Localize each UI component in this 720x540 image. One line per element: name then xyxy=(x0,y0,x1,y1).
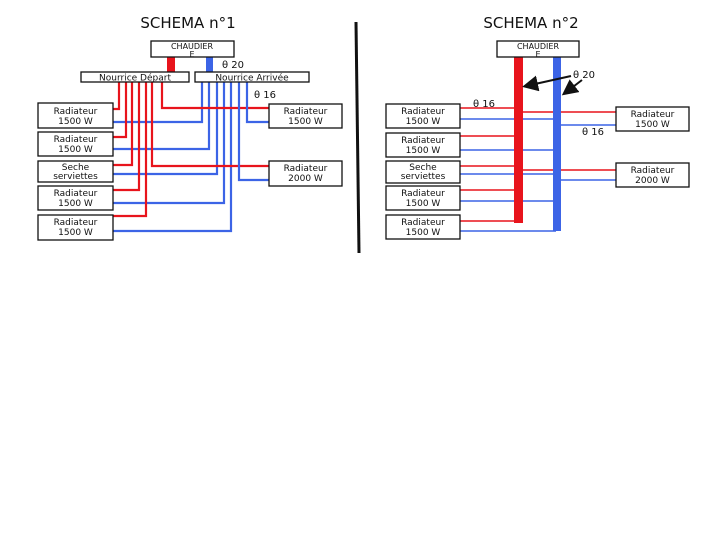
emitter-name: Radiateur xyxy=(54,189,98,199)
emitter-name: Radiateur xyxy=(54,107,98,117)
emitter-name: Radiateur xyxy=(401,189,445,199)
supply-pipe xyxy=(113,82,121,111)
schema-2-temp-right: θ 16 xyxy=(582,127,604,138)
emitter: Seche serviettes xyxy=(37,160,114,183)
schema-2-right-emitters: Radiateur 1500 W Radiateur 2000 W xyxy=(615,106,690,188)
emitter-power: 2000 W xyxy=(288,174,323,184)
emitter-power: 1500 W xyxy=(406,117,441,127)
emitter-name: Radiateur xyxy=(401,218,445,228)
supply-pipe xyxy=(113,82,128,139)
emitter-power: 1500 W xyxy=(406,228,441,238)
supply-collector xyxy=(514,57,523,223)
emitter-power: serviettes xyxy=(53,172,98,182)
supply-pipe xyxy=(150,82,269,168)
manifold-return: Nourrice Arrivée xyxy=(194,71,310,84)
supply-pipe xyxy=(160,82,269,110)
emitter: Radiateur 1500 W xyxy=(615,106,690,132)
emitter: Radiateur 1500 W xyxy=(385,185,461,211)
schema-1-temp-return: θ 16 xyxy=(254,90,276,101)
emitter-power: 1500 W xyxy=(406,199,441,209)
emitter-name: Radiateur xyxy=(54,135,98,145)
divider-line xyxy=(354,21,361,254)
emitter: Radiateur 2000 W xyxy=(268,160,343,187)
schema-1-title: SCHEMA n°1 xyxy=(140,14,235,32)
boiler-return-pipe xyxy=(206,57,213,72)
emitter-power: serviettes xyxy=(401,172,446,182)
boiler-label-line2: E xyxy=(535,50,540,59)
manifold-return-box xyxy=(194,71,310,83)
schema-2-boiler: CHAUDIER E xyxy=(496,40,580,59)
emitter-name: Radiateur xyxy=(401,107,445,117)
arrow-to-supply-collector xyxy=(522,75,572,92)
emitter: Radiateur 1500 W xyxy=(385,103,461,129)
emitter-power: 1500 W xyxy=(58,145,93,155)
emitter-power: 1500 W xyxy=(635,120,670,130)
schema-1: SCHEMA n°1 CHAUDIER E θ 20 Nourrice Dépa… xyxy=(37,14,343,241)
return-pipe xyxy=(113,82,219,176)
emitter-name: Radiateur xyxy=(401,136,445,146)
boiler-supply-pipe xyxy=(167,57,175,72)
return-pipe xyxy=(245,82,269,124)
manifold-supply: Nourrice Départ xyxy=(80,71,190,84)
boiler-box xyxy=(496,40,580,58)
schema-2-temp-left: θ 16 xyxy=(473,99,495,110)
emitter-power: 1500 W xyxy=(406,146,441,156)
emitter-name: Radiateur xyxy=(631,110,675,120)
return-pipe xyxy=(237,82,269,182)
emitter: Radiateur 1500 W xyxy=(37,214,114,241)
arrows xyxy=(522,75,583,96)
emitter: Radiateur 1500 W xyxy=(385,132,461,158)
boiler-box xyxy=(150,40,235,58)
schema-2-title: SCHEMA n°2 xyxy=(483,14,578,32)
emitter: Radiateur 1500 W xyxy=(37,131,114,157)
manifold-supply-label: Nourrice Départ xyxy=(99,73,171,84)
schema-2-pipes xyxy=(460,57,616,232)
emitter-power: 1500 W xyxy=(288,117,323,127)
emitter-power: 1500 W xyxy=(58,228,93,238)
schema-1-boiler: CHAUDIER E xyxy=(150,40,235,59)
emitter: Seche serviettes xyxy=(385,160,461,184)
emitter-power: 1500 W xyxy=(58,117,93,127)
arrow-to-return-collector xyxy=(561,79,583,96)
emitter: Radiateur 1500 W xyxy=(37,185,114,211)
schema-1-right-emitters: Radiateur 1500 W Radiateur 2000 W xyxy=(268,103,343,187)
boiler-label-line2: E xyxy=(189,50,194,59)
manifold-return-label: Nourrice Arrivée xyxy=(215,73,289,84)
emitter-name: Seche xyxy=(409,163,437,173)
emitter-name: Radiateur xyxy=(631,166,675,176)
emitter: Radiateur 1500 W xyxy=(268,103,343,129)
schema-2: SCHEMA n°2 CHAUDIER E θ 20 θ 16 θ 16 Rad… xyxy=(385,14,690,240)
supply-pipe xyxy=(113,82,134,167)
emitter: Radiateur 1500 W xyxy=(37,102,114,129)
return-pipe xyxy=(113,82,226,205)
emitter-name: Radiateur xyxy=(284,164,328,174)
schema-1-left-emitters: Radiateur 1500 W Radiateur 1500 W Seche … xyxy=(37,102,114,241)
emitter-name: Radiateur xyxy=(54,218,98,228)
schema-1-temp-supply: θ 20 xyxy=(222,60,244,71)
return-pipe xyxy=(113,82,233,233)
emitter-power: 2000 W xyxy=(635,176,670,186)
return-collector xyxy=(553,57,561,231)
supply-pipe xyxy=(113,82,141,192)
schema-1-pipes xyxy=(113,57,269,233)
emitter: Radiateur 1500 W xyxy=(385,214,461,240)
emitter-name: Radiateur xyxy=(284,107,328,117)
schema-2-left-emitters: Radiateur 1500 W Radiateur 1500 W Seche … xyxy=(385,103,461,240)
boiler-label-line1: CHAUDIER xyxy=(171,42,214,51)
return-pipe xyxy=(113,82,204,124)
emitter: Radiateur 2000 W xyxy=(615,162,690,188)
emitter-power: 1500 W xyxy=(58,199,93,209)
boiler-label-line1: CHAUDIER xyxy=(517,42,560,51)
manifold-supply-box xyxy=(80,71,190,83)
supply-pipe xyxy=(113,82,148,218)
schema-2-temp-collector: θ 20 xyxy=(573,70,595,81)
emitter-name: Seche xyxy=(62,163,90,173)
